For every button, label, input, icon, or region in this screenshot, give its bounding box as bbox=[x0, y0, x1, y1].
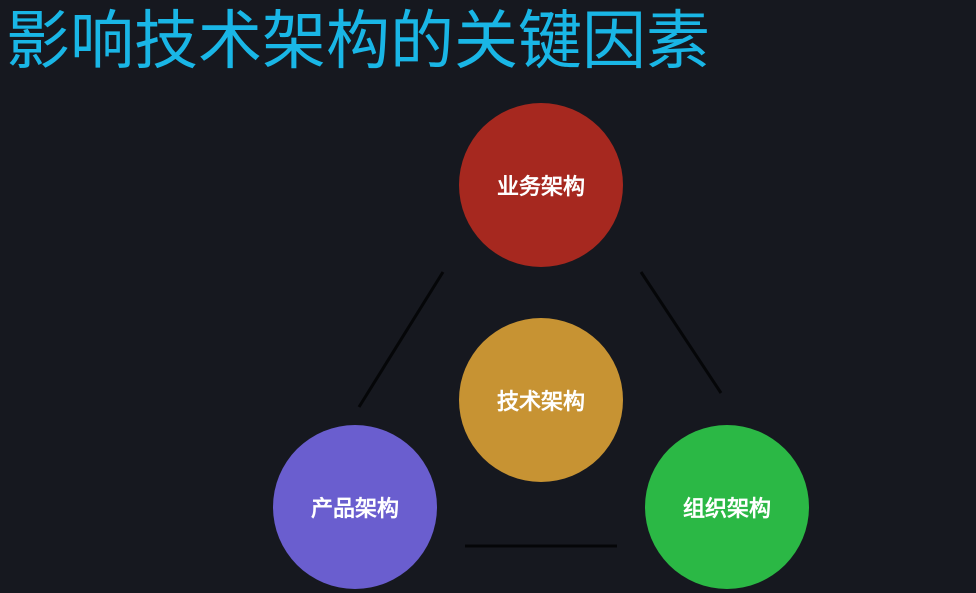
slide-title: 影响技术架构的关键因素 bbox=[6, 5, 710, 79]
node-product-architecture: 产品架构 bbox=[273, 425, 437, 589]
node-tech-label: 技术架构 bbox=[496, 390, 585, 415]
connector-business-product bbox=[357, 271, 445, 408]
node-tech-architecture: 技术架构 bbox=[459, 318, 623, 482]
node-business-architecture: 业务架构 bbox=[459, 103, 623, 267]
connector-business-org bbox=[639, 271, 723, 394]
node-org-architecture: 组织架构 bbox=[645, 425, 809, 589]
node-org-label: 组织架构 bbox=[682, 497, 771, 522]
node-product-label: 产品架构 bbox=[310, 497, 399, 522]
node-business-label: 业务架构 bbox=[496, 175, 585, 200]
